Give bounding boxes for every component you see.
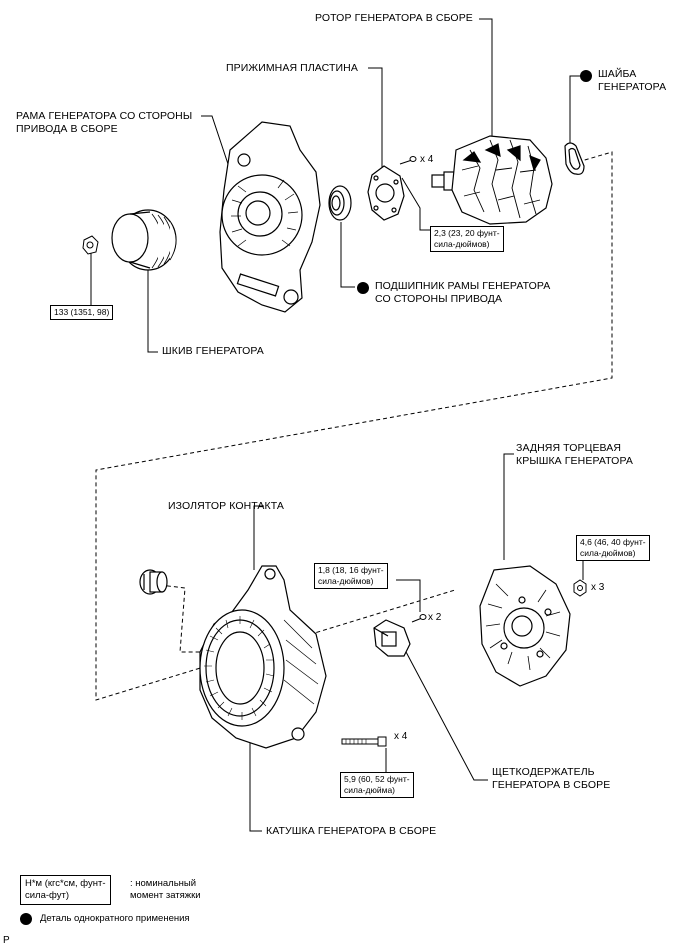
- terminal-insulator-drawing: [139, 569, 168, 595]
- label-terminal-insulator: ИЗОЛЯТОР КОНТАКТА: [168, 500, 285, 512]
- label-rotor: РОТОР ГЕНЕРАТОРА В СБОРЕ: [315, 12, 473, 24]
- corner-mark: P: [3, 935, 10, 946]
- label-brush-holder: ЩЕТКОДЕРЖАТЕЛЬ ГЕНЕРАТОРА В СБОРЕ: [492, 766, 611, 791]
- pulley-drawing: [111, 209, 177, 271]
- plate-screw-drawing: [399, 156, 417, 165]
- leader-insulator: [253, 505, 264, 570]
- leader-brush-holder: [404, 649, 488, 781]
- leader-rotor: [479, 18, 493, 140]
- label-rear-cover: ЗАДНЯЯ ТОРЦЕВАЯ КРЫШКА ГЕНЕРАТОРА: [516, 442, 633, 467]
- label-coil: КАТУШКА ГЕНЕРАТОРА В СБОРЕ: [266, 825, 437, 837]
- leader-coil: [249, 735, 262, 832]
- qty-plate-screws: x 4: [420, 154, 434, 165]
- cover-nut-drawing: [573, 579, 587, 597]
- bearing-drawing: [328, 185, 352, 221]
- leader-plate-torque: [401, 177, 430, 231]
- legend-unit-desc: : номинальный момент затяжки: [130, 878, 201, 901]
- drive-end-frame-drawing: [219, 121, 321, 313]
- torque-box-brush-screws: 1,8 (18, 16 фунт- сила-дюймов): [314, 563, 388, 589]
- washer-drawing: [564, 142, 585, 175]
- leader-brush-torque: [396, 579, 421, 612]
- leader-bearing: [340, 222, 355, 288]
- coil-bolt-drawing: [341, 736, 387, 747]
- torque-box-pulley-nut: 133 (1351, 98): [50, 305, 114, 320]
- pulley-nut-drawing: [82, 235, 99, 255]
- brush-holder-drawing: [373, 619, 411, 657]
- qty-brush-screws: x 2: [428, 612, 442, 623]
- leader-retainer-plate: [368, 67, 383, 168]
- rear-cover-drawing: [479, 565, 571, 687]
- torque-box-coil-bolts: 5,9 (60, 52 фунт- сила-дюйма): [340, 772, 414, 798]
- brush-screw-drawing: [411, 614, 427, 623]
- leader-washer: [569, 75, 588, 148]
- label-bearing: ПОДШИПНИК РАМЫ ГЕНЕРАТОРА СО СТОРОНЫ ПРИ…: [375, 280, 551, 305]
- label-pulley: ШКИВ ГЕНЕРАТОРА: [162, 345, 264, 357]
- legend-one-time: Деталь однократного применения: [40, 913, 190, 924]
- label-retainer-plate: ПРИЖИМНАЯ ПЛАСТИНА: [226, 62, 358, 74]
- qty-coil-bolts: x 4: [394, 731, 408, 742]
- leader-rear-cover: [503, 453, 514, 560]
- rotor-drawing: [431, 135, 553, 225]
- dashed-upper-path: [95, 151, 613, 701]
- one-time-use-dot-icon: [580, 70, 592, 82]
- label-washer: ШАЙБА ГЕНЕРАТОРА: [598, 68, 667, 93]
- label-drive-end-frame: РАМА ГЕНЕРАТОРА СО СТОРОНЫ ПРИВОДА В СБО…: [16, 110, 193, 135]
- retainer-plate-drawing: [367, 165, 405, 221]
- coil-drawing: [199, 565, 327, 749]
- leader-drive-end-frame: [201, 115, 231, 171]
- legend-unit-box: Н*м (кгс*см, фунт- сила-фут): [20, 875, 111, 905]
- torque-box-plate-screws: 2,3 (23, 20 фунт- сила-дюймов): [430, 226, 504, 252]
- one-time-use-dot-icon: [357, 282, 369, 294]
- qty-cover-nuts: x 3: [591, 582, 605, 593]
- leader-pulley: [147, 258, 158, 353]
- torque-box-cover-nuts: 4,6 (46, 40 фунт- сила-дюймов): [576, 535, 650, 561]
- one-time-use-dot-icon: [20, 913, 32, 925]
